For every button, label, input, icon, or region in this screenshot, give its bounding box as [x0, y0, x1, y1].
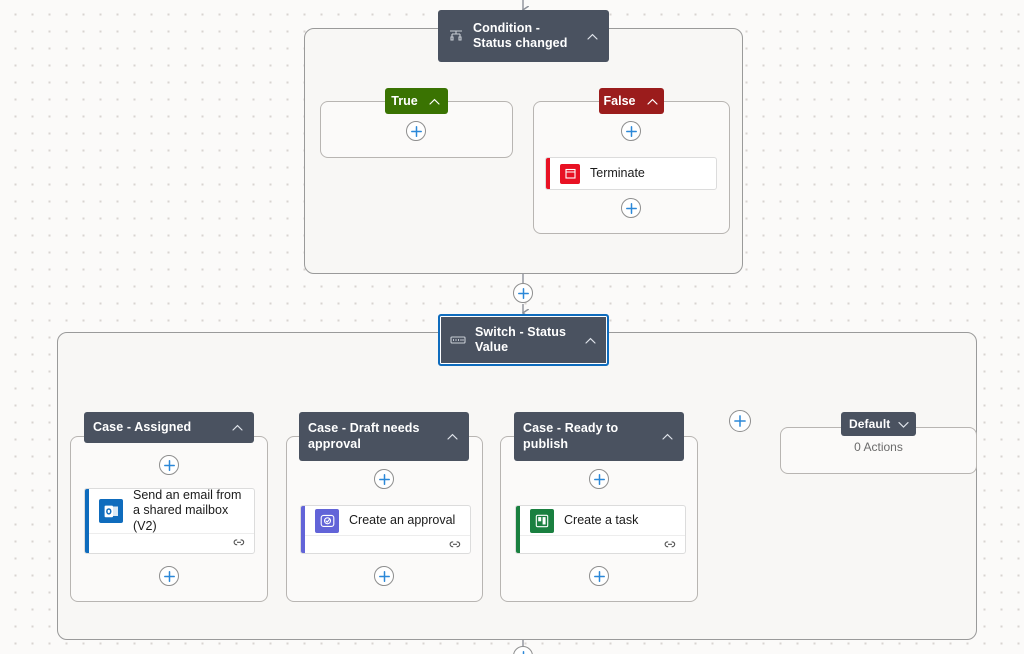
card-accent-bar [85, 489, 89, 553]
action-card-create-task[interactable]: Create a task [515, 505, 686, 554]
chevron-up-icon[interactable] [585, 29, 599, 43]
chevron-up-icon[interactable] [445, 430, 459, 444]
branch-pill-true[interactable]: True [385, 88, 448, 114]
case-header-assigned[interactable]: Case - Assigned [84, 412, 254, 443]
add-action-button-case1-top[interactable] [159, 455, 179, 475]
false-label: False [603, 94, 636, 108]
action-card-terminate[interactable]: Terminate [545, 157, 717, 190]
add-action-button-bottom[interactable] [513, 646, 533, 654]
condition-title: Condition - Status changed [473, 20, 568, 50]
card-accent-bar [516, 506, 520, 553]
link-icon[interactable] [448, 537, 462, 554]
action-card-send-email[interactable]: Send an email from a shared mailbox (V2) [84, 488, 255, 554]
card-accent-bar [546, 158, 550, 189]
switch-icon [449, 331, 467, 349]
card-accent-bar [301, 506, 305, 553]
case-label: Case - Assigned [93, 419, 192, 434]
add-action-button-case2-top[interactable] [374, 469, 394, 489]
action-title: Create an approval [349, 512, 456, 527]
terminate-icon [560, 163, 580, 184]
default-actions-count: 0 Actions [854, 440, 903, 454]
action-card-create-approval[interactable]: Create an approval [300, 505, 471, 554]
condition-icon [447, 27, 465, 45]
chevron-up-icon[interactable] [645, 94, 659, 108]
branch-pill-false[interactable]: False [599, 88, 664, 114]
add-action-button-false-bottom[interactable] [621, 198, 641, 218]
chevron-up-icon[interactable] [660, 430, 674, 444]
chevron-up-icon[interactable] [428, 94, 442, 108]
add-action-button-case1-bottom[interactable] [159, 566, 179, 586]
terminate-title: Terminate [590, 165, 645, 180]
link-icon[interactable] [232, 535, 246, 553]
add-case-button[interactable] [729, 410, 751, 432]
add-action-button-case2-bottom[interactable] [374, 566, 394, 586]
switch-title: Switch - Status Value [475, 324, 567, 354]
action-title: Send an email from a shared mailbox (V2) [133, 488, 242, 533]
default-case-header[interactable]: Default [841, 412, 916, 436]
true-label: True [391, 94, 418, 108]
condition-node-header[interactable]: Condition - Status changed [438, 10, 609, 62]
add-action-button-true-branch[interactable] [406, 121, 426, 141]
case-header-ready-to-publish[interactable]: Case - Ready to publish [514, 412, 684, 461]
add-action-button-case3-bottom[interactable] [589, 566, 609, 586]
chevron-up-icon[interactable] [230, 421, 244, 435]
default-label: Default [849, 416, 891, 431]
chevron-up-icon[interactable] [583, 333, 597, 347]
case-header-draft-needs-approval[interactable]: Case - Draft needs approval [299, 412, 469, 461]
add-action-button-false-top[interactable] [621, 121, 641, 141]
switch-node-header[interactable]: Switch - Status Value [438, 314, 609, 366]
action-title: Create a task [564, 512, 639, 527]
add-action-button-case3-top[interactable] [589, 469, 609, 489]
outlook-icon [99, 499, 123, 523]
case-label: Case - Draft needs approval [308, 421, 420, 451]
planner-icon [530, 508, 554, 533]
case-label: Case - Ready to publish [523, 421, 619, 451]
approvals-icon [315, 508, 339, 533]
link-icon[interactable] [663, 537, 677, 554]
add-action-button-between[interactable] [513, 283, 533, 303]
chevron-down-icon[interactable] [896, 417, 910, 431]
